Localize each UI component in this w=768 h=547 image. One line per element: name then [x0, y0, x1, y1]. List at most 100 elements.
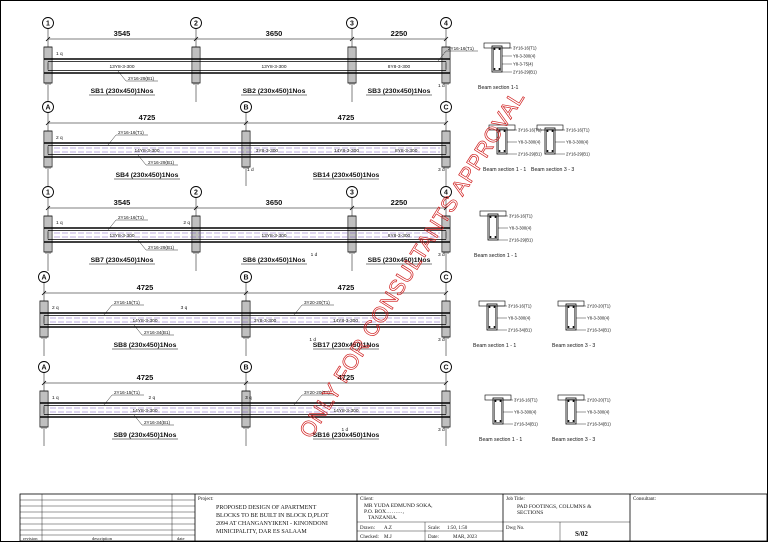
section-callout: 2Y16-29(B1)	[566, 152, 590, 157]
job-title-line-1: PAD FOOTINGS, COLUMNS &	[517, 504, 592, 510]
grid-bubble	[240, 361, 252, 373]
section-bar	[503, 130, 506, 132]
section-label: Beam section 1-1	[478, 85, 518, 91]
dimension-tick	[443, 36, 449, 42]
section-bar	[493, 68, 496, 70]
stirrup-label: 8Y8-3-300	[395, 148, 418, 154]
callout-leader	[437, 50, 447, 62]
grid-bubble	[42, 101, 54, 113]
callout-leader	[117, 70, 127, 82]
section-callout: Y8-3-75(4)	[513, 62, 534, 67]
project-label: Project:	[198, 497, 214, 502]
section-label: Beam section 3 - 3	[552, 437, 595, 443]
dimension-tick	[349, 36, 355, 42]
beam-label: SB8 (230x450)1Nos	[114, 342, 177, 349]
callout-leader	[293, 394, 303, 406]
bar-mark: 1 q	[56, 51, 63, 57]
stirrup-label: 3Y8-3-300	[256, 148, 279, 154]
section-slab	[536, 124, 564, 131]
grid-bubble	[346, 186, 358, 198]
section-callout: Y8-3-300(4)	[566, 140, 589, 145]
beam-sections: 3Y16-16(T1) Y8-3-300(4) Y8-3-75(4) 2Y16-29(…	[473, 42, 611, 443]
column-stub	[241, 130, 251, 168]
dimension-tick	[41, 380, 47, 386]
beam-label: SB9 (230x450)1Nos	[114, 432, 177, 439]
project-line-3: 2094 AT CHANGANYIKENI - KINONDONI	[216, 521, 328, 527]
dwg-label: Dwg No.	[506, 526, 524, 531]
section-callout: 3Y16-16(T1)	[508, 304, 532, 309]
drawn-label: Drawn:	[360, 526, 375, 531]
stirrup-label: 8Y8-3-300	[388, 233, 411, 239]
bar-mark: 2 q	[56, 135, 63, 141]
section-stirrup	[498, 129, 506, 153]
section-outline	[565, 397, 577, 425]
bottom-rebar-callout: 2Y16-29(B1)	[148, 245, 175, 250]
column-stub	[191, 215, 201, 253]
stirrup-label: 3Y8-3-300	[254, 318, 277, 324]
grid-label: 4	[444, 21, 448, 28]
section-outline	[492, 397, 504, 425]
bar-mark: 3 q	[181, 305, 188, 311]
section-bar	[489, 236, 492, 238]
grid-label: C	[443, 275, 448, 282]
section-callout: Y8-3-300(4)	[508, 316, 531, 321]
section-callout: Y8-3-300(4)	[587, 410, 610, 415]
dimension-tick	[45, 36, 51, 42]
section-callout: 3Y16-16(T1)	[509, 214, 533, 219]
section-slab	[488, 124, 516, 131]
stirrup-label: 14Y8-3-300	[334, 148, 359, 154]
section-bar	[546, 150, 549, 152]
span-dimension: 4725	[338, 373, 355, 382]
checked-label: Checked:	[360, 535, 379, 540]
top-rebar-callout: 2Y16-15(T1)	[114, 390, 140, 395]
bar-mark: 1 d	[311, 252, 318, 258]
top-rebar-callout: 3Y20-20(T1)	[304, 390, 330, 395]
callout-leader	[137, 154, 147, 166]
span-dimension: 3650	[266, 29, 283, 38]
dimension-tick	[193, 205, 199, 211]
section-bar	[493, 306, 496, 308]
section-stirrup	[488, 305, 496, 329]
bar-mark: 1 d	[247, 167, 254, 173]
section-bar	[499, 400, 502, 402]
section-label: Beam section 1 - 1	[474, 253, 517, 259]
beam-section-6: 2Y20-20(T1)Y8-3-300(4)2Y16-34(B1)Beam se…	[552, 300, 611, 349]
callout-leader	[107, 134, 117, 146]
span-dimension: 4725	[137, 283, 154, 292]
section-bar	[493, 48, 496, 50]
section-bar	[567, 326, 570, 328]
stirrup-label: 14Y8-3-300	[333, 318, 358, 324]
section-stirrup	[546, 129, 554, 153]
callout-leader	[137, 239, 147, 251]
grid-label: C	[443, 365, 448, 372]
column-stub	[441, 46, 451, 84]
scale-label: Scale:	[428, 526, 440, 531]
grid-label: 3	[350, 190, 354, 197]
section-bar	[546, 130, 549, 132]
grid-label: B	[243, 365, 248, 372]
grid-bubble	[38, 271, 50, 283]
span-dimension: 4725	[338, 113, 355, 122]
grid-label: B	[243, 105, 248, 112]
grid-label: A	[45, 105, 50, 112]
section-bar	[551, 130, 554, 132]
column-stub	[241, 300, 251, 338]
dimension-tick	[443, 120, 449, 126]
span-dimension: 2250	[391, 198, 408, 207]
callout-leader	[133, 324, 143, 336]
beam-label: SB2 (230x450)1Nos	[243, 88, 306, 95]
section-bar	[498, 48, 501, 50]
grid-label: 3	[350, 21, 354, 28]
revision-header: revision	[23, 536, 38, 541]
grid-bubble	[42, 17, 54, 29]
grid-bubble	[440, 361, 452, 373]
bar-mark: 3 d	[438, 337, 445, 343]
stirrup-label: 13Y8-3-300	[261, 233, 286, 239]
section-callout: 2Y16-34(B1)	[587, 328, 611, 333]
section-label: Beam section 1 - 1	[479, 437, 522, 443]
